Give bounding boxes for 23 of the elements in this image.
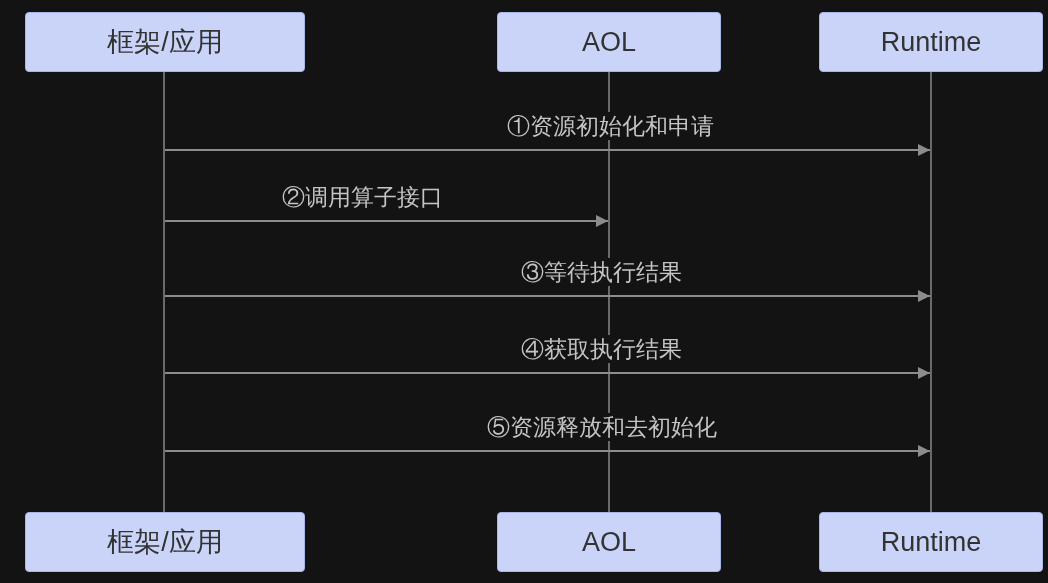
message-arrow: [164, 144, 931, 156]
participant-name: Runtime: [880, 526, 982, 558]
message-arrow: [164, 367, 931, 379]
participant-box: [819, 512, 1043, 572]
lifeline: [930, 72, 932, 512]
participant-box: [25, 12, 305, 72]
participant-box: [25, 512, 305, 572]
lifeline: [163, 72, 165, 512]
participant-box: [819, 12, 1043, 72]
participant-box: [497, 512, 721, 572]
participant-name: 框架/应用: [107, 526, 223, 559]
message-label: ⑤资源释放和去初始化: [485, 413, 719, 441]
participant-box: [497, 12, 721, 72]
participant-name: AOL: [582, 526, 636, 558]
participant-name: AOL: [582, 26, 636, 58]
participant-name: 框架/应用: [107, 26, 223, 59]
message-arrow: [164, 215, 609, 227]
message-label: ④获取执行结果: [518, 335, 684, 363]
message-label: ①资源初始化和申请: [504, 112, 716, 140]
message-arrow: [164, 290, 931, 302]
message-label: ③等待执行结果: [518, 258, 684, 286]
participant-name: Runtime: [880, 26, 982, 58]
message-arrow: [164, 445, 931, 457]
